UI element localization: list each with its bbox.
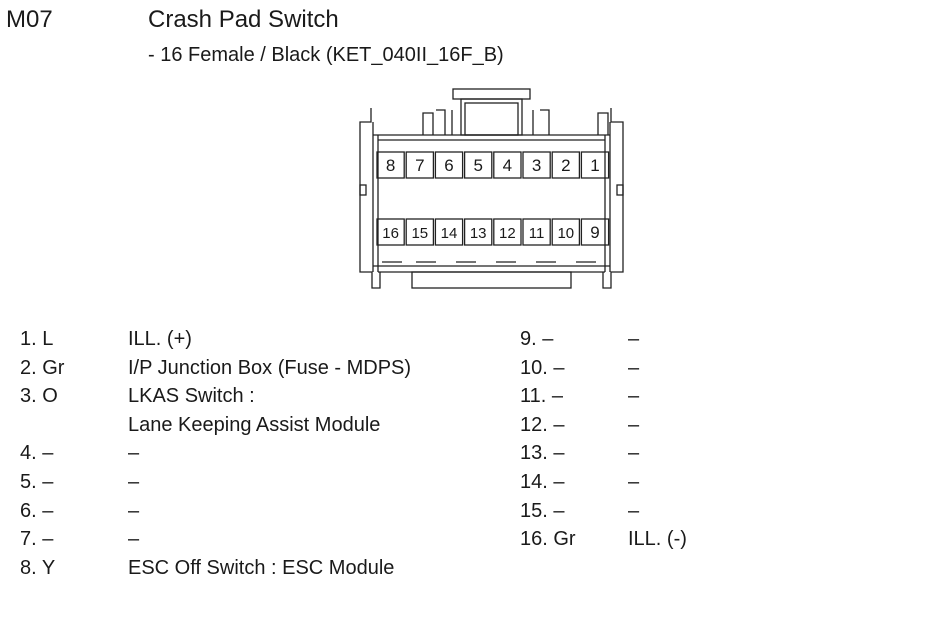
pin-box: [580, 151, 610, 179]
pin-number: 15: [411, 225, 428, 242]
pin-entry: 5. – –: [20, 471, 440, 495]
pin-entry: 7. – –: [20, 528, 440, 552]
pin-label: 15. –: [520, 499, 565, 522]
pin-entry: 4. – –: [20, 442, 440, 466]
pin-description: –: [628, 499, 640, 522]
pin-label: 3. O: [20, 385, 58, 408]
pin-description: –: [628, 385, 640, 408]
page-title: Crash Pad Switch: [148, 6, 339, 33]
pin-label: 5. –: [20, 471, 54, 493]
pin-description: –: [128, 499, 140, 522]
pin-label: 7. –: [20, 528, 54, 551]
pin-label: 14. –: [520, 471, 565, 493]
pin-label: 12. –: [520, 413, 565, 436]
pin-description: –: [128, 471, 140, 493]
pin-number: 9: [590, 223, 599, 242]
pin-box: [551, 151, 581, 179]
pin-number: 12: [499, 225, 516, 242]
pin-description: Lane Keeping Assist Module: [128, 413, 381, 436]
pin-entry: 14. – –: [520, 471, 931, 495]
pin-box: [434, 218, 464, 246]
pin-label: 4. –: [20, 442, 54, 465]
pin-box: [376, 218, 405, 246]
pin-label: 2. Gr: [20, 356, 65, 379]
pin-label: 9. –: [520, 328, 554, 350]
pin-description: I/P Junction Box (Fuse - MDPS): [128, 356, 412, 379]
pin-box: [405, 218, 435, 246]
pin-number: 2: [561, 156, 570, 175]
connector-spec: - 16 Female / Black (KET_040II_16F_B): [148, 44, 504, 66]
pin-number: 5: [473, 156, 482, 175]
pin-description: –: [628, 356, 640, 379]
pin-entry: 10. – –: [520, 357, 931, 381]
pin-box: [463, 151, 493, 179]
pin-entry: 2. Gr I/P Junction Box (Fuse - MDPS): [20, 357, 440, 381]
pin-number: 3: [532, 156, 541, 175]
pin-label: 13. –: [520, 442, 565, 465]
pin-label: 10. –: [520, 356, 565, 379]
pin-description: ILL. (-): [628, 528, 687, 551]
pin-label: 8. Y: [20, 556, 56, 579]
pin-entry: Lane Keeping Assist Module: [20, 414, 440, 438]
pin-row-top: 8 7 6 5 4 3 2 1: [376, 151, 610, 179]
pin-row-bottom: 16 15 14 13 12 11 10 9: [376, 218, 610, 246]
pin-description: –: [128, 528, 140, 551]
pin-entry: 11. – –: [520, 385, 931, 409]
pin-number: 10: [557, 225, 574, 242]
pin-box: [434, 151, 464, 179]
pin-box: [493, 218, 522, 246]
pin-box: [522, 218, 551, 246]
pin-box: [405, 151, 435, 179]
pin-entry: 16. Gr ILL. (-): [520, 528, 931, 552]
pin-label: 11. –: [520, 385, 563, 408]
pin-entry: 15. – –: [520, 500, 931, 524]
pin-number: 16: [382, 225, 399, 242]
pin-number: 7: [415, 156, 424, 175]
pin-box: [493, 151, 522, 179]
connector-code: M07: [6, 6, 53, 33]
pin-box: [551, 218, 581, 246]
pin-number: 1: [590, 156, 599, 175]
pin-box: [522, 151, 551, 179]
pin-description: –: [628, 413, 640, 436]
pin-number: 6: [444, 156, 453, 175]
connector-housing: [359, 88, 624, 289]
pin-box: [376, 151, 405, 179]
pin-description: –: [628, 328, 640, 350]
pin-number: 4: [503, 156, 512, 175]
pin-description: ESC Off Switch : ESC Module: [128, 556, 395, 579]
pin-entry: 3. O LKAS Switch :: [20, 385, 440, 409]
pin-description: –: [628, 442, 640, 465]
pin-box: [580, 218, 610, 246]
pin-label: 6. –: [20, 499, 54, 522]
pin-entry: 1. L ILL. (+): [20, 328, 440, 352]
pin-description: ILL. (+): [128, 328, 192, 350]
pin-entry: 8. Y ESC Off Switch : ESC Module: [20, 557, 440, 581]
pin-label: 1. L: [20, 328, 54, 350]
pin-box: [463, 218, 493, 246]
pin-entry: 6. – –: [20, 500, 440, 524]
pin-label: 16. Gr: [520, 528, 576, 551]
pin-entry: 12. – –: [520, 414, 931, 438]
pin-entry: 9. – –: [520, 328, 931, 352]
pin-entry: 13. – –: [520, 442, 931, 466]
pin-number: 8: [386, 156, 395, 175]
pin-description: –: [628, 471, 640, 493]
pin-description: –: [128, 442, 140, 465]
pin-number: 11: [529, 225, 545, 242]
pin-description: LKAS Switch :: [128, 385, 255, 408]
pin-number: 13: [470, 225, 487, 242]
pin-number: 14: [441, 225, 458, 242]
